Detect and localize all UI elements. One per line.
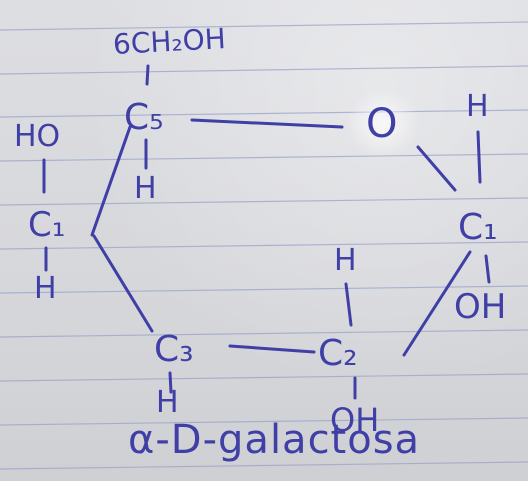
oh-c1-label: OH <box>454 287 507 327</box>
c5-label: C₅ <box>124 97 164 138</box>
h-c3-label: H <box>156 385 179 420</box>
bond-c4-c3 <box>92 234 154 333</box>
c4-label: C₁ <box>28 205 66 245</box>
h-c1-top-label: H <box>466 89 489 124</box>
bond-c6-c5 <box>145 64 150 86</box>
light-glare <box>346 88 420 158</box>
oh-c2-label: OH <box>330 401 380 439</box>
c1-label: C₁ <box>458 207 498 248</box>
c2-label: C₂ <box>318 333 358 374</box>
c3-label: C₃ <box>154 329 194 370</box>
bond-c3-h <box>168 371 173 394</box>
bond-c1-h <box>476 130 482 184</box>
bond-o-c1 <box>416 145 457 192</box>
bond-c2-h <box>344 282 353 327</box>
h-c5-label: H <box>134 171 157 206</box>
bond-c5-o <box>190 118 344 129</box>
molecule-caption: α-D-galactosa <box>128 417 421 463</box>
bond-c5-c4 <box>90 125 132 237</box>
bond-c1-c2 <box>402 250 472 357</box>
h-c2-label: H <box>334 243 357 278</box>
h-c4-label: H <box>34 271 57 306</box>
bond-c1-oh <box>484 254 491 284</box>
ch2oh-label: 6CH₂OH <box>112 22 227 61</box>
ring-oxygen-label: O <box>366 101 398 147</box>
bond-c3-c2 <box>228 344 316 354</box>
ho-c4-label: HO <box>14 119 61 154</box>
